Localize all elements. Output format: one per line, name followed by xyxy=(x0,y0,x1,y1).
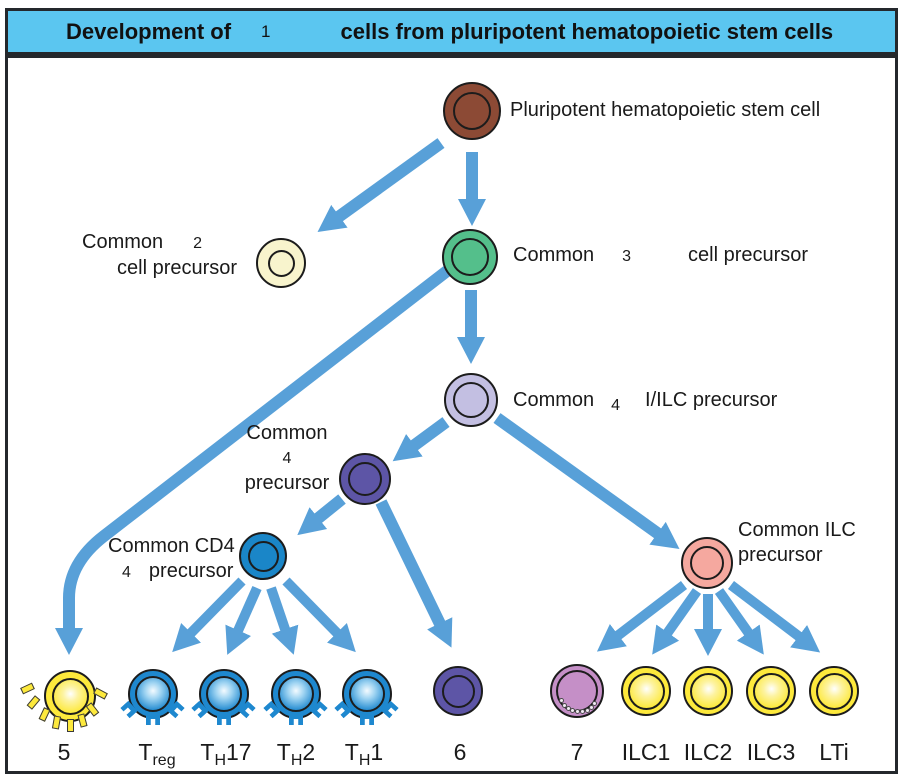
label-th1: TH1 xyxy=(344,739,384,769)
title-suffix: cells from pluripotent hematopoietic ste… xyxy=(340,18,834,44)
th2-inner xyxy=(278,676,314,712)
granule-icon xyxy=(562,703,567,708)
cell-th17 xyxy=(199,669,249,725)
ilc-nucleus-ring xyxy=(690,546,724,580)
common2-nucleus-ring xyxy=(267,249,295,277)
ilc1-inner xyxy=(627,672,665,710)
label-common-4: Common 4 precursor xyxy=(227,421,347,496)
common4-nucleus-ring xyxy=(348,462,382,496)
common3-nucleus-ring xyxy=(451,238,489,276)
label-lti: LTi xyxy=(819,739,849,765)
title-blank-1: 1 xyxy=(261,21,271,41)
ilc2-inner xyxy=(689,672,727,710)
blank-2: 2 xyxy=(193,235,203,252)
title-bar: Development of 1 cells from pluripotent … xyxy=(5,8,898,55)
cell-lti xyxy=(809,666,859,716)
cell-common-ilc-precursor xyxy=(681,537,733,589)
label-blank-7: 7 xyxy=(570,739,584,765)
cell-pluripotent-stem xyxy=(443,82,501,140)
plasma-inner-disc xyxy=(51,677,89,715)
cell-ilc1 xyxy=(621,666,671,716)
cell-common-2-precursor xyxy=(256,238,306,288)
cell-common-cd4-precursor xyxy=(239,532,287,580)
blank-3: 3 xyxy=(622,248,632,265)
cell-7 xyxy=(550,664,604,718)
cell6-nucleus-ring xyxy=(441,674,475,708)
blank-4: 4 xyxy=(122,564,131,581)
granule-icon xyxy=(559,698,564,703)
label-ilc3: ILC3 xyxy=(746,739,796,765)
label-pluripotent-stem: Pluripotent hematopoietic stem cell xyxy=(510,99,821,121)
cell-th2 xyxy=(271,669,321,725)
label-ilc2: ILC2 xyxy=(683,739,733,765)
label-common-3: Common 3 cell precursor xyxy=(513,244,809,266)
ilc3-inner xyxy=(752,672,790,710)
cell-common-3-precursor xyxy=(442,229,498,285)
cd4-nucleus-ring xyxy=(247,540,279,572)
label-treg: Treg xyxy=(138,739,176,769)
title-prefix: Development of xyxy=(66,18,232,44)
stem-nucleus-ring xyxy=(453,92,491,130)
cell-common-lilc-precursor xyxy=(444,373,498,427)
granule-icon xyxy=(570,708,575,713)
blank-4: 4 xyxy=(282,450,292,467)
cell-plasma-5 xyxy=(20,670,108,732)
label-common-cd4-line2: 4 precursor xyxy=(122,560,234,582)
cell-common-4-precursor xyxy=(339,453,391,505)
th1-inner xyxy=(349,676,385,712)
label-common-lilc: Common 4 I/ILC precursor xyxy=(513,389,778,414)
label-common-cd4-line1: Common CD4 xyxy=(108,535,235,557)
label-ilc1: ILC1 xyxy=(621,739,671,765)
granule-icon xyxy=(585,708,590,713)
blank-4: 4 xyxy=(611,397,621,414)
th17-inner xyxy=(206,676,242,712)
cell-th1 xyxy=(342,669,392,725)
treg-inner xyxy=(135,676,171,712)
granule-icon xyxy=(592,701,597,706)
label-blank-5: 5 xyxy=(57,739,71,765)
cell-ilc2 xyxy=(683,666,733,716)
cell-ilc3 xyxy=(746,666,796,716)
cell-treg xyxy=(128,669,178,725)
label-common-ilc: Common ILC precursor xyxy=(738,519,856,566)
label-th17: TH17 xyxy=(200,739,252,769)
label-blank-6: 6 xyxy=(453,739,467,765)
label-common-2-line2: cell precursor xyxy=(117,257,238,279)
granule-icon xyxy=(580,709,585,714)
granule-icon xyxy=(589,705,594,710)
antibody-icon xyxy=(67,719,74,732)
label-common-2-line1: Common 2 xyxy=(82,231,203,253)
lilc-nucleus-ring xyxy=(453,382,489,418)
cell-6 xyxy=(433,666,483,716)
lti-inner xyxy=(815,672,853,710)
granule-icon xyxy=(575,709,580,714)
label-th2: TH2 xyxy=(276,739,316,769)
